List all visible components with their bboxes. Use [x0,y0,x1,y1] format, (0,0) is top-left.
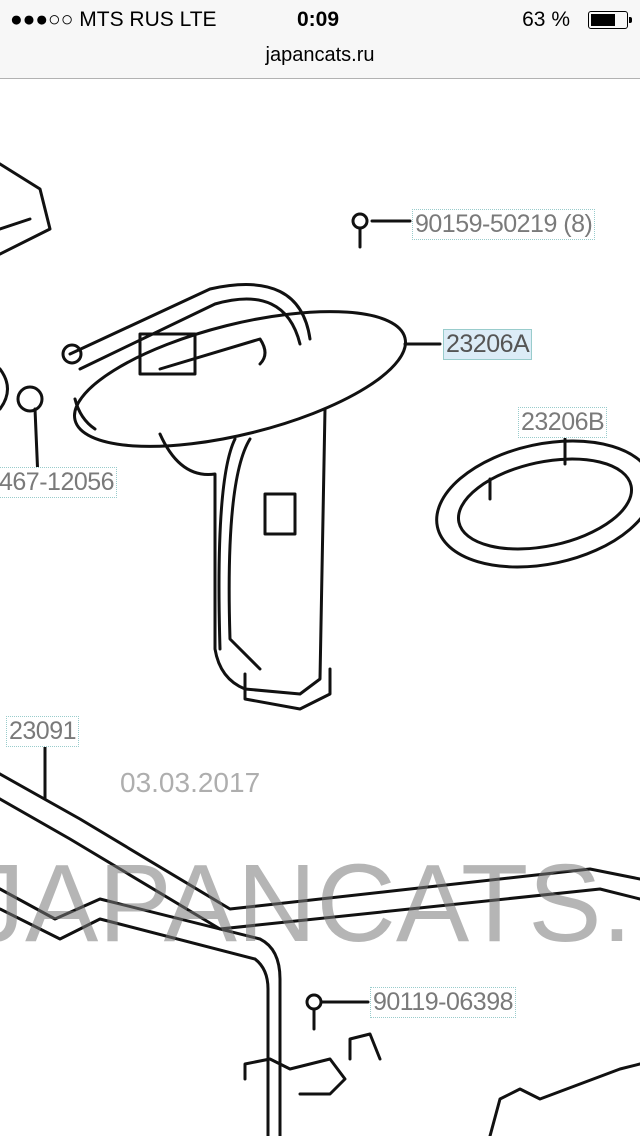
diagram-drawing [0,162,640,1136]
parts-diagram: JAPANCATS.RU 03.03.2017 90159-50219 (8) … [0,79,640,1136]
date-stamp: 03.03.2017 [120,767,261,798]
bolt-icon [351,212,369,249]
part-label-467-12056[interactable]: 467-12056 [0,467,118,498]
address-bar[interactable]: japancats.ru [265,44,375,66]
clamp-icon [16,385,44,481]
part-label-23091[interactable]: 23091 [6,716,80,747]
battery-icon [588,11,632,29]
ios-status-and-address-bar: ●●●○○ MTS RUS LTE 0:09 63 % japancats.ru [0,0,640,79]
carrier-signal: ●●●○○ MTS RUS LTE [10,8,217,31]
part-label-23206b[interactable]: 23206B [518,407,608,438]
part-label-90119-06398[interactable]: 90119-06398 [370,987,517,1018]
part-label-90159-50219[interactable]: 90159-50219 (8) [412,209,596,240]
clock: 0:09 [297,8,340,31]
part-label-23206a[interactable]: 23206A [443,329,533,360]
bolt-icon [305,993,323,1031]
gasket [435,439,640,569]
pump-flange [73,310,407,448]
battery-percent: 63 % [522,8,570,31]
watermark: JAPANCATS.RU [0,842,640,965]
